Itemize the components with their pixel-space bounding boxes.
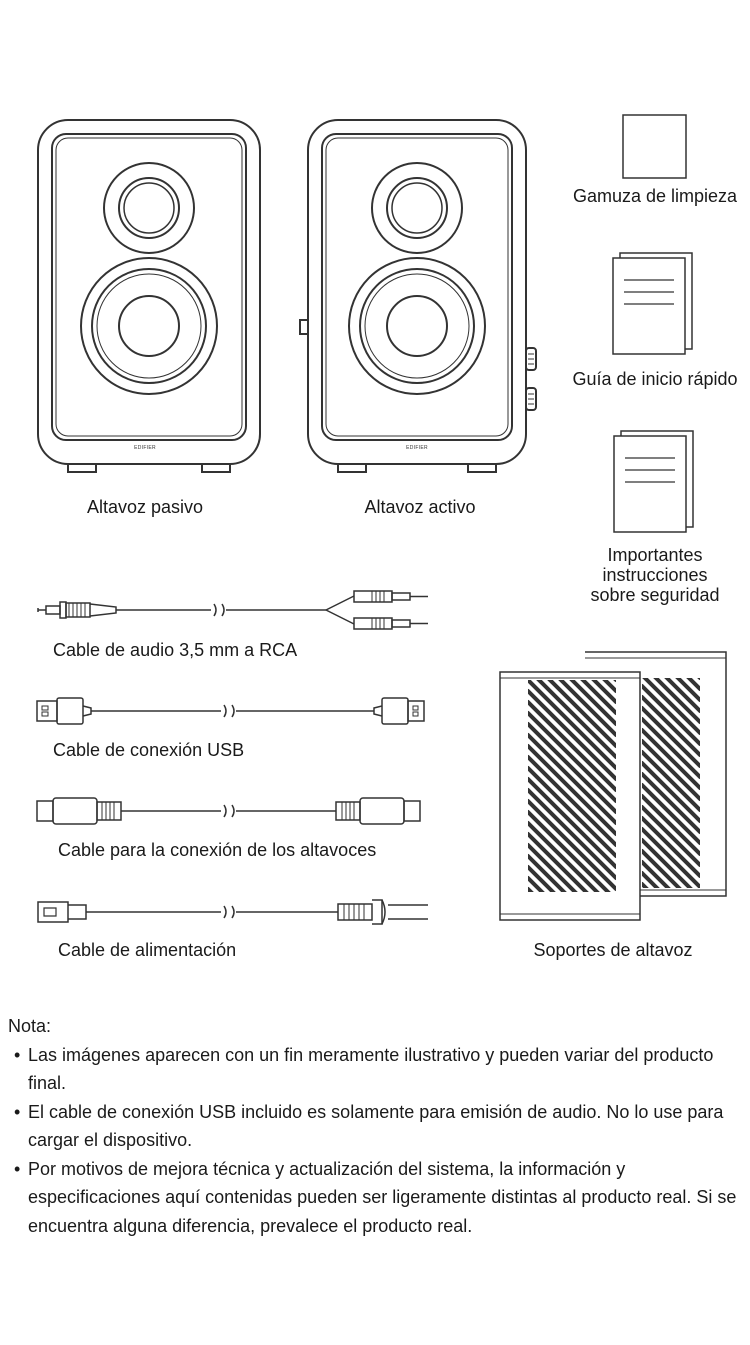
passive-speaker-label: Altavoz pasivo bbox=[86, 497, 204, 517]
usb-cable-icon bbox=[36, 696, 426, 728]
active-speaker-icon bbox=[300, 118, 536, 476]
speaker-stands-icon bbox=[498, 650, 728, 922]
note-bullet: El cable de conexión USB incluido es sol… bbox=[10, 1098, 743, 1155]
cleaning-cloth-label: Gamuza de limpieza bbox=[572, 186, 738, 206]
note-list: Las imágenes aparecen con un fin meramen… bbox=[8, 1041, 743, 1241]
active-speaker-label: Altavoz activo bbox=[364, 497, 476, 517]
passive-speaker-brand: EDIFIER bbox=[134, 445, 156, 451]
note-bullet: Por motivos de mejora técnica y actualiz… bbox=[10, 1155, 743, 1241]
usb-cable-label: Cable de conexión USB bbox=[53, 740, 245, 760]
note-title: Nota: bbox=[8, 1016, 52, 1036]
passive-speaker-icon bbox=[36, 118, 262, 476]
speaker-cable-label: Cable para la conexión de los altavoces bbox=[58, 840, 377, 860]
speaker-stands-label: Soportes de altavoz bbox=[533, 940, 693, 960]
quick-guide-label: Guía de inicio rápido bbox=[572, 369, 738, 389]
power-cable-icon bbox=[36, 896, 436, 928]
safety-label: Importantes instrucciones sobre segurida… bbox=[590, 545, 720, 605]
cleaning-cloth-icon bbox=[622, 114, 688, 180]
power-cable-label: Cable de alimentación bbox=[58, 940, 237, 960]
safety-booklet-icon bbox=[613, 430, 697, 534]
active-speaker-brand: EDIFIER bbox=[406, 445, 428, 451]
audio-cable-icon bbox=[36, 590, 436, 634]
quick-guide-icon bbox=[612, 252, 696, 356]
note-bullet: Las imágenes aparecen con un fin meramen… bbox=[10, 1041, 743, 1098]
note-section: Nota: Las imágenes aparecen con un fin m… bbox=[8, 1012, 743, 1240]
audio-cable-label: Cable de audio 3,5 mm a RCA bbox=[53, 640, 298, 660]
speaker-cable-icon bbox=[36, 796, 426, 828]
